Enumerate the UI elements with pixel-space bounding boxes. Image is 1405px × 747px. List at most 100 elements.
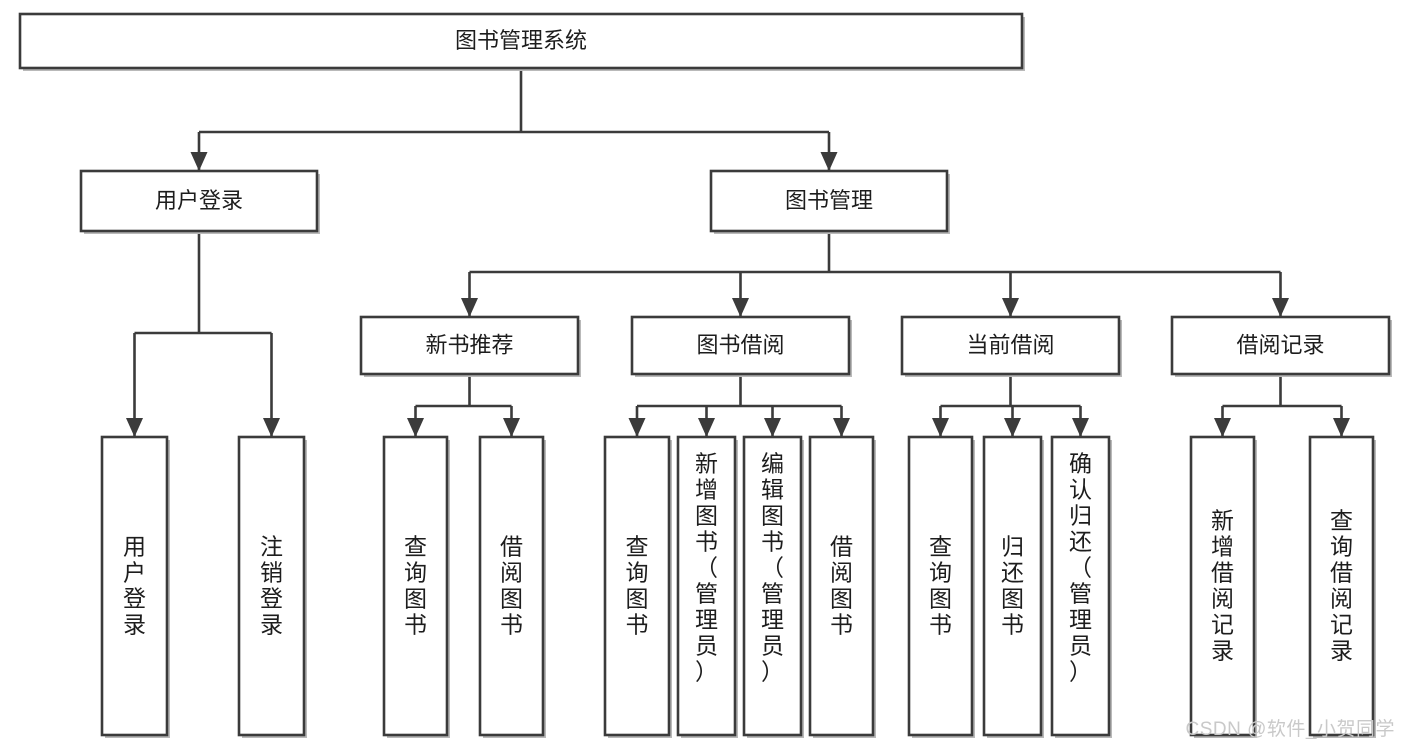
node-rect [478,435,545,737]
node-rect [900,315,1121,376]
node-level3[interactable]: 图书借阅 [630,315,852,377]
connector-edge-bookmanage-bus [461,231,1289,317]
node-label: 当前借阅 [966,332,1054,357]
svg-text:记: 记 [1211,611,1234,637]
svg-text:（: （ [761,554,784,580]
node-leaf[interactable]: 用户登录 [100,435,170,738]
svg-text:确: 确 [1069,450,1092,476]
connector-edge-bookborrow-bus [628,374,850,437]
connector-edge-userlogin-bus [126,231,280,437]
arrow-head-icon [126,418,143,437]
node-rect [709,169,949,233]
svg-text:阅: 阅 [1330,585,1353,611]
arrow-head-icon [503,418,520,437]
svg-text:增: 增 [1211,533,1234,559]
node-level3[interactable]: 借阅记录 [1170,315,1392,377]
svg-text:）: ） [761,658,784,684]
node-rect [630,315,851,376]
svg-text:）: ） [695,658,718,684]
svg-text:理: 理 [695,606,718,632]
node-rect [79,169,319,233]
svg-text:理: 理 [1069,606,1092,632]
svg-text:询: 询 [404,559,427,585]
svg-text:借: 借 [1211,559,1234,585]
node-rect [100,435,169,737]
node-level2[interactable]: 用户登录 [79,169,320,234]
node-rect [907,435,974,737]
arrow-head-icon [732,298,749,317]
arrow-head-icon [833,418,850,437]
svg-text:管: 管 [695,580,718,606]
svg-text:图: 图 [929,585,952,611]
nodes-layer: 图书管理系统用户登录图书管理新书推荐图书借阅当前借阅借阅记录用户登录注销登录查询… [18,12,1392,738]
node-label: 图书借阅 [696,332,784,357]
node-rect [676,435,737,737]
svg-text:书: 书 [929,611,952,637]
svg-text:员: 员 [1069,632,1092,658]
arrow-head-icon [407,418,424,437]
svg-text:归: 归 [1069,502,1092,528]
node-rect [359,315,580,376]
arrow-head-icon [932,418,949,437]
svg-text:用: 用 [123,533,146,559]
svg-text:管: 管 [761,580,784,606]
arrow-head-icon [1072,418,1089,437]
node-label: 图书管理 [785,188,873,213]
svg-text:阅: 阅 [830,559,853,585]
node-rect [1050,435,1111,737]
svg-text:图: 图 [1001,585,1024,611]
svg-text:图: 图 [404,585,427,611]
svg-text:记: 记 [1330,611,1353,637]
svg-text:借: 借 [500,533,523,559]
arrow-head-icon [764,418,781,437]
svg-text:登: 登 [260,585,283,611]
svg-text:销: 销 [260,559,283,585]
svg-text:查: 查 [1330,507,1353,533]
node-rect [1189,435,1256,737]
svg-text:查: 查 [929,533,952,559]
edges-layer [126,68,1350,437]
node-rect [603,435,671,737]
node-level3[interactable]: 当前借阅 [900,315,1122,377]
arrow-head-icon [628,418,646,437]
arrow-head-icon [263,418,280,437]
svg-text:录: 录 [260,611,283,637]
svg-text:书: 书 [404,611,427,637]
svg-text:书: 书 [1001,611,1024,637]
node-rect [237,435,306,737]
svg-text:（: （ [1069,554,1092,580]
arrow-head-icon [820,152,838,171]
node-rect [808,435,875,737]
svg-text:还: 还 [1001,559,1024,585]
connector-edge-newbookrec-bus [407,374,520,437]
node-level3[interactable]: 新书推荐 [359,315,581,377]
node-rect [742,435,803,737]
svg-text:录: 录 [123,611,146,637]
node-level2[interactable]: 图书管理 [709,169,950,234]
node-label: 用户登录 [123,533,146,637]
svg-text:书: 书 [761,528,784,554]
svg-text:图: 图 [500,585,523,611]
node-root[interactable]: 图书管理系统 [18,12,1025,71]
svg-text:辑: 辑 [761,476,784,502]
svg-text:新: 新 [695,450,718,476]
